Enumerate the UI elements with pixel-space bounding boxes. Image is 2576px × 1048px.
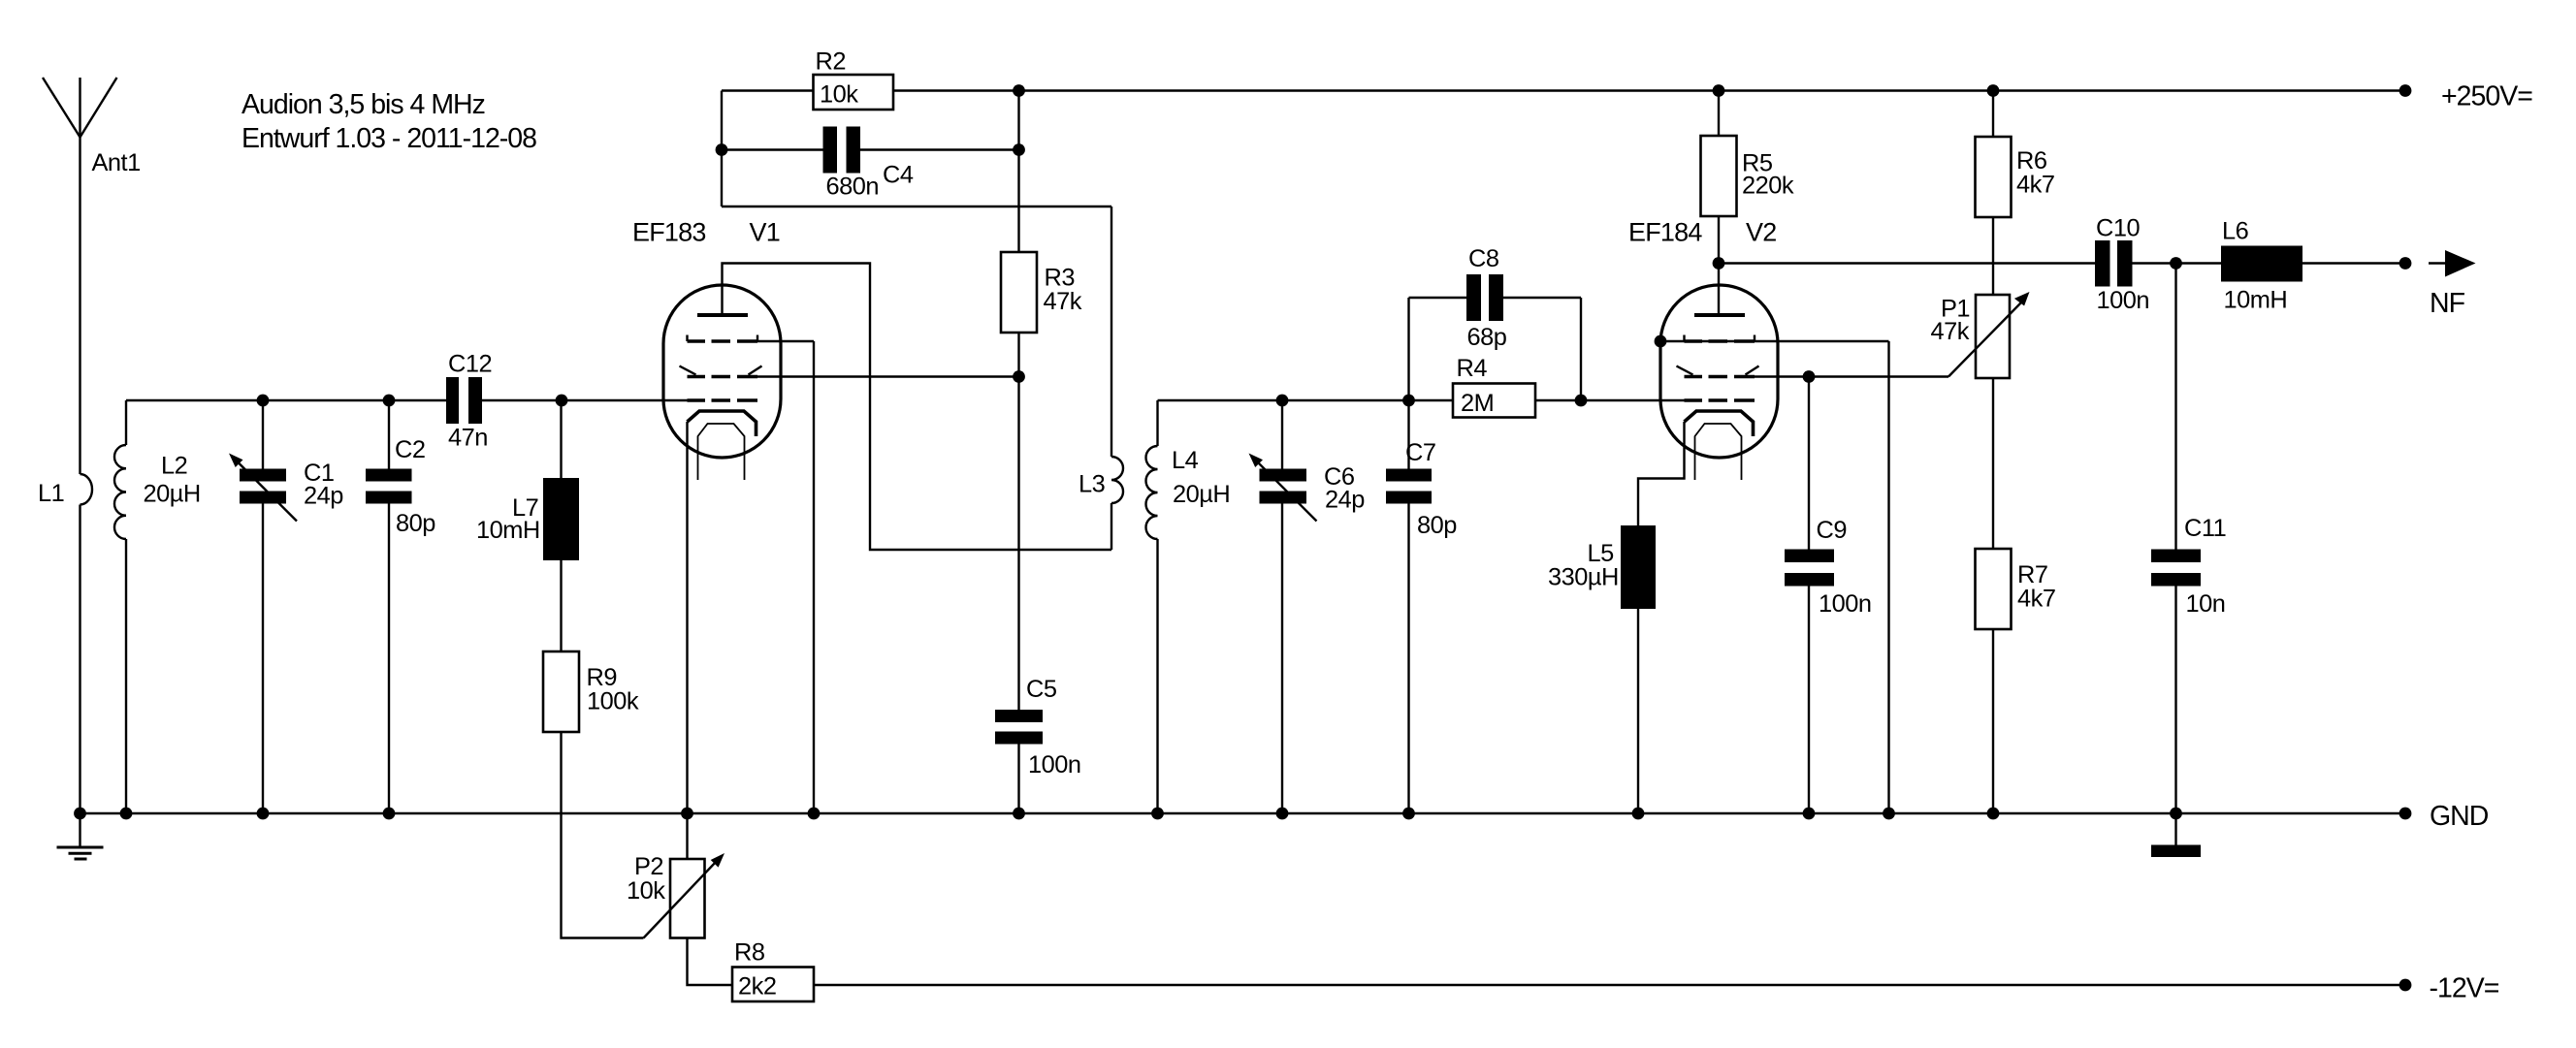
svg-text:C12: C12 (448, 351, 492, 378)
svg-text:220k: 220k (1742, 173, 1794, 200)
svg-text:10k: 10k (820, 80, 858, 108)
svg-text:L4: L4 (1172, 447, 1199, 474)
svg-text:R4: R4 (1457, 355, 1488, 382)
svg-text:C6: C6 (1324, 463, 1354, 491)
svg-text:4k7: 4k7 (2016, 172, 2054, 199)
svg-text:10k: 10k (627, 877, 665, 905)
svg-text:R5: R5 (1742, 150, 1773, 177)
svg-text:P1: P1 (1941, 296, 1970, 323)
svg-text:R9: R9 (587, 664, 617, 691)
svg-text:4k7: 4k7 (2017, 586, 2055, 613)
svg-text:10mH: 10mH (2224, 287, 2288, 314)
svg-text:L6: L6 (2222, 218, 2248, 245)
svg-text:80p: 80p (396, 510, 435, 537)
svg-text:47n: 47n (448, 425, 488, 452)
svg-text:10n: 10n (2186, 590, 2226, 618)
svg-text:C2: C2 (395, 436, 425, 463)
svg-text:GND: GND (2430, 801, 2489, 832)
svg-text:NF: NF (2430, 288, 2465, 319)
svg-text:C8: C8 (1468, 245, 1499, 272)
svg-text:L7: L7 (512, 494, 538, 522)
svg-text:C5: C5 (1026, 676, 1057, 703)
svg-text:L3: L3 (1079, 471, 1105, 498)
svg-text:C4: C4 (883, 162, 914, 189)
svg-text:330µH: 330µH (1548, 564, 1619, 591)
svg-text:100n: 100n (2097, 287, 2149, 314)
svg-text:24p: 24p (1325, 487, 1365, 514)
svg-text:C9: C9 (1817, 517, 1847, 544)
svg-text:Ant1: Ant1 (92, 149, 141, 176)
svg-text:L2: L2 (161, 453, 187, 480)
svg-text:24p: 24p (304, 483, 343, 510)
svg-text:EF184: EF184 (1628, 218, 1702, 247)
svg-text:C10: C10 (2096, 215, 2140, 242)
svg-text:47k: 47k (1931, 318, 1970, 345)
svg-text:R6: R6 (2016, 147, 2046, 175)
svg-text:10mH: 10mH (476, 517, 540, 544)
svg-text:20µH: 20µH (144, 481, 201, 508)
svg-text:47k: 47k (1044, 288, 1082, 315)
svg-text:80p: 80p (1417, 512, 1457, 539)
svg-text:L1: L1 (38, 480, 64, 507)
svg-text:2M: 2M (1461, 390, 1494, 417)
svg-text:EF183: EF183 (632, 218, 706, 247)
svg-text:V1: V1 (750, 218, 780, 247)
svg-text:100n: 100n (1819, 590, 1871, 618)
svg-text:C7: C7 (1405, 439, 1435, 466)
svg-text:P2: P2 (634, 853, 663, 880)
svg-text:Audion 3,5 bis 4 MHz: Audion 3,5 bis 4 MHz (242, 89, 485, 120)
svg-text:680n: 680n (826, 174, 879, 201)
svg-text:R7: R7 (2017, 561, 2047, 588)
svg-text:V2: V2 (1746, 218, 1776, 247)
svg-text:-12V=: -12V= (2430, 973, 2499, 1004)
svg-text:68p: 68p (1467, 324, 1507, 351)
svg-text:20µH: 20µH (1173, 481, 1230, 508)
svg-text:L5: L5 (1588, 540, 1615, 567)
svg-text:Entwurf 1.03 - 2011-12-08: Entwurf 1.03 - 2011-12-08 (242, 123, 536, 154)
svg-text:C1: C1 (304, 460, 334, 487)
svg-text:2k2: 2k2 (738, 973, 776, 1000)
svg-text:100k: 100k (587, 688, 639, 715)
svg-text:+250V=: +250V= (2441, 81, 2532, 112)
svg-text:R3: R3 (1045, 265, 1075, 292)
svg-text:C11: C11 (2184, 515, 2226, 542)
svg-text:R8: R8 (734, 939, 765, 967)
svg-text:100n: 100n (1028, 751, 1080, 778)
svg-text:R2: R2 (816, 48, 846, 76)
